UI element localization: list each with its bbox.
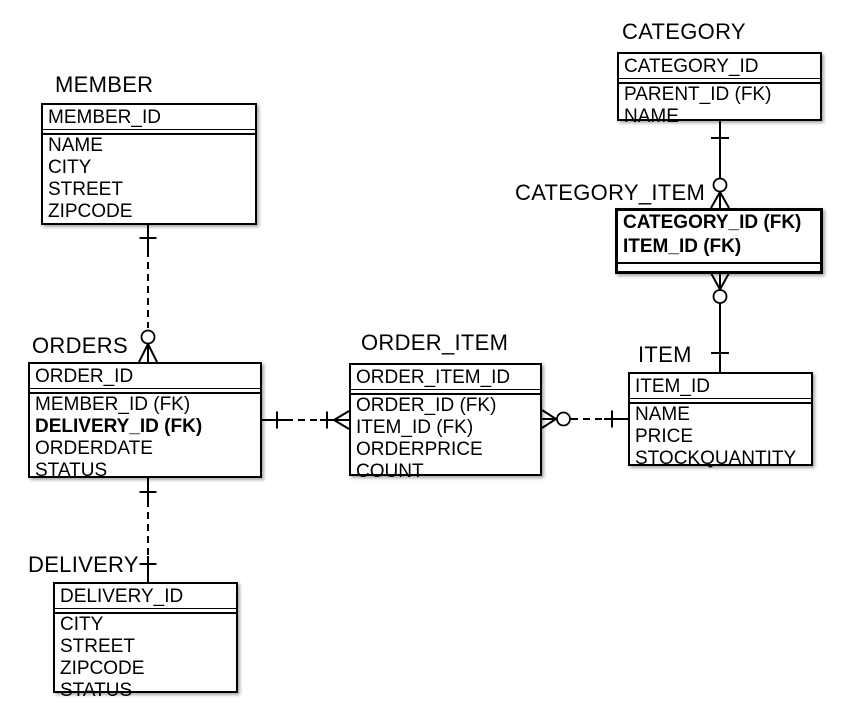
attribute-row: PARENT_ID (FK) bbox=[624, 84, 772, 105]
primary-key-compartment: DELIVERY_ID bbox=[55, 584, 236, 614]
primary-key-compartment: CATEGORY_ID (FK) ITEM_ID (FK) bbox=[618, 211, 820, 264]
attribute-compartment bbox=[618, 264, 820, 272]
attribute-compartment: NAME CITY STREET ZIPCODE bbox=[43, 135, 255, 223]
attribute-row: CITY bbox=[48, 157, 92, 178]
entity-category-item-box: CATEGORY_ID (FK) ITEM_ID (FK) bbox=[615, 208, 823, 274]
entity-item: ITEM ITEM_ID NAME PRICE STOCKQUANTITY bbox=[628, 344, 813, 469]
attribute-order-item-id: ORDER_ITEM_ID bbox=[351, 365, 540, 390]
attribute-row: STREET bbox=[48, 179, 123, 200]
entity-order-item-title: ORDER_ITEM bbox=[361, 330, 509, 355]
entity-item-box: ITEM_ID NAME PRICE STOCKQUANTITY bbox=[628, 372, 813, 469]
attribute-item-id-fk: ITEM_ID (FK) bbox=[623, 236, 742, 257]
attribute-category-id: CATEGORY_ID bbox=[619, 54, 820, 79]
entity-member-box: MEMBER_ID NAME CITY STREET ZIPCODE bbox=[41, 103, 257, 225]
cardinality-many-crowfoot bbox=[541, 409, 557, 429]
attribute-row: ORDERDATE bbox=[35, 438, 153, 459]
attribute-row: ZIPCODE bbox=[60, 658, 145, 679]
entity-delivery: DELIVERY DELIVERY_ID CITY STREET ZIPCODE… bbox=[28, 554, 238, 701]
entity-delivery-title: DELIVERY bbox=[28, 552, 139, 577]
entity-category-box: CATEGORY_ID PARENT_ID (FK) NAME bbox=[617, 52, 822, 127]
attribute-row: DELIVERY_ID (FK) bbox=[35, 416, 203, 437]
attribute-compartment: ORDER_ID (FK) ITEM_ID (FK) ORDERPRICE CO… bbox=[351, 395, 540, 482]
primary-key-compartment: MEMBER_ID bbox=[43, 105, 255, 135]
attribute-row: PRICE bbox=[635, 426, 694, 447]
entity-member: MEMBER MEMBER_ID NAME CITY STREET ZIPCOD… bbox=[41, 74, 257, 225]
attribute-compartment: CITY STREET ZIPCODE STATUS bbox=[55, 614, 236, 701]
cardinality-zero-circle bbox=[556, 411, 571, 427]
connector-order-item-item bbox=[541, 409, 628, 429]
entity-category-item: CATEGORY_ITEM CATEGORY_ID (FK) ITEM_ID (… bbox=[515, 182, 823, 274]
attribute-row: NAME bbox=[635, 404, 690, 425]
connector-orders-order-item bbox=[262, 410, 350, 430]
attribute-row: STATUS bbox=[60, 680, 133, 701]
entity-category-item-title: CATEGORY_ITEM bbox=[515, 180, 706, 205]
entity-order-item: ORDER_ITEM ORDER_ITEM_ID ORDER_ID (FK) I… bbox=[349, 332, 542, 482]
cardinality-zero-circle bbox=[712, 177, 728, 193]
cardinality-many-crowfoot bbox=[138, 343, 158, 363]
entity-member-title: MEMBER bbox=[55, 72, 154, 97]
attribute-row: ORDERPRICE bbox=[356, 439, 483, 460]
attribute-item-id: ITEM_ID bbox=[630, 374, 811, 399]
entity-orders-box: ORDER_ID MEMBER_ID (FK) DELIVERY_ID (FK)… bbox=[28, 362, 262, 481]
connector-category-category-item bbox=[710, 120, 730, 209]
entity-category-title: CATEGORY bbox=[622, 19, 746, 44]
cardinality-zero-circle bbox=[140, 329, 156, 345]
attribute-row: ITEM_ID (FK) bbox=[356, 417, 474, 438]
entity-category: CATEGORY CATEGORY_ID PARENT_ID (FK) NAME bbox=[617, 21, 822, 127]
connector-orders-delivery bbox=[139, 478, 157, 582]
connector-member-orders bbox=[138, 225, 158, 363]
entity-orders: ORDERS ORDER_ID MEMBER_ID (FK) DELIVERY_… bbox=[28, 335, 262, 481]
attribute-row: NAME bbox=[48, 135, 103, 156]
cardinality-zero-circle bbox=[712, 289, 728, 304]
attribute-member-id: MEMBER_ID bbox=[43, 105, 255, 130]
entity-order-item-box: ORDER_ITEM_ID ORDER_ID (FK) ITEM_ID (FK)… bbox=[349, 363, 542, 482]
attribute-row: STREET bbox=[60, 636, 135, 657]
attribute-row: CITY bbox=[60, 614, 104, 635]
primary-key-compartment: ORDER_ID bbox=[30, 364, 260, 394]
primary-key-compartment: ITEM_ID bbox=[630, 374, 811, 404]
attribute-row: ORDER_ID (FK) bbox=[356, 395, 497, 416]
attribute-delivery-id: DELIVERY_ID bbox=[55, 584, 236, 609]
connector-category-item-item bbox=[710, 272, 730, 372]
cardinality-many-crowfoot bbox=[333, 410, 350, 430]
cardinality-many-crowfoot bbox=[710, 272, 730, 290]
primary-key-compartment: CATEGORY_ID bbox=[619, 54, 820, 84]
attribute-row: COUNT bbox=[356, 461, 424, 482]
attribute-row: NAME bbox=[624, 106, 679, 127]
attribute-row: ZIPCODE bbox=[48, 201, 133, 222]
primary-key-compartment: ORDER_ITEM_ID bbox=[351, 365, 540, 395]
entity-orders-title: ORDERS bbox=[32, 333, 128, 358]
attribute-row: STOCKQUANTITY bbox=[635, 448, 797, 469]
entity-item-title: ITEM bbox=[638, 342, 692, 367]
entity-delivery-box: DELIVERY_ID CITY STREET ZIPCODE STATUS bbox=[53, 582, 238, 701]
attribute-row: MEMBER_ID (FK) bbox=[35, 394, 191, 415]
cardinality-many-crowfoot bbox=[710, 191, 730, 209]
attribute-row: STATUS bbox=[35, 460, 108, 481]
attribute-compartment: MEMBER_ID (FK) DELIVERY_ID (FK) ORDERDAT… bbox=[30, 394, 260, 481]
attribute-compartment: NAME PRICE STOCKQUANTITY bbox=[630, 404, 811, 469]
attribute-order-id: ORDER_ID bbox=[30, 364, 260, 389]
attribute-category-id-fk: CATEGORY_ID (FK) bbox=[623, 212, 802, 233]
attribute-compartment: PARENT_ID (FK) NAME bbox=[619, 84, 820, 127]
